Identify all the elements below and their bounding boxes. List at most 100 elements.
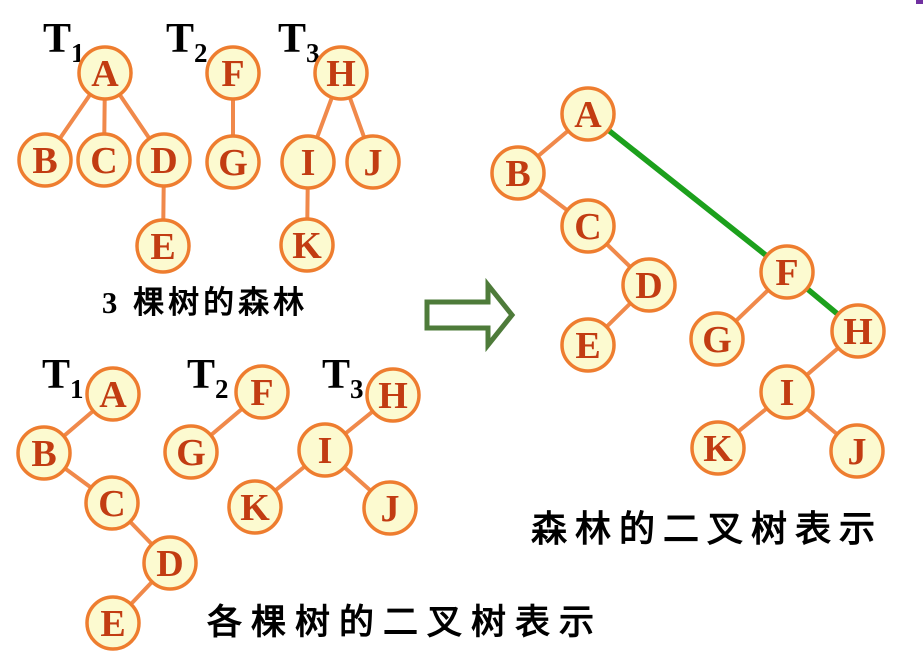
node-letter: C xyxy=(98,483,125,525)
node-circle xyxy=(205,134,261,190)
forest-binary-panel: A B C D E F G H xyxy=(490,86,886,549)
node-circle xyxy=(205,45,261,101)
tree1-label-base: T xyxy=(42,352,70,398)
forest-binary-caption: 森林的二叉树表示 xyxy=(531,509,883,549)
forest-caption: 3 棵树的森林 xyxy=(102,285,308,320)
node-letter: E xyxy=(575,325,600,367)
node-circle xyxy=(163,424,219,480)
node-letter: A xyxy=(99,374,127,416)
node-letter: J xyxy=(381,488,400,530)
node-letter: K xyxy=(240,487,270,529)
node-circle xyxy=(142,535,198,591)
forest-node-g: G xyxy=(205,134,261,190)
merged-node-g: G xyxy=(689,311,745,367)
tree2-label-base: T xyxy=(187,352,215,398)
merged-node-i: I xyxy=(759,364,815,420)
forest-to-binary-arrow-icon xyxy=(424,277,516,353)
node-letter: I xyxy=(318,430,333,472)
forest-panel: T 1 T 2 T 3 A B C D E xyxy=(17,16,401,320)
tree2-label-sub: 2 xyxy=(215,374,229,404)
binary-tree3-label: T 3 xyxy=(322,352,364,404)
forest-node-e: E xyxy=(135,218,191,274)
node-letter: E xyxy=(150,226,175,268)
tree2-label-sub: 2 xyxy=(194,38,208,68)
node-circle xyxy=(345,134,401,190)
binary-node-f: F xyxy=(234,364,290,420)
node-circle xyxy=(76,132,132,188)
node-letter: K xyxy=(703,428,733,470)
node-circle xyxy=(135,218,191,274)
tree2-label-base: T xyxy=(166,16,194,62)
merged-node-c: C xyxy=(560,198,616,254)
tree3-label-base: T xyxy=(278,16,306,62)
node-circle xyxy=(279,217,335,273)
forest-tree2-label: T 2 xyxy=(166,16,208,68)
node-circle xyxy=(17,132,73,188)
forest-node-b: B xyxy=(17,132,73,188)
forest-node-j: J xyxy=(345,134,401,190)
node-circle xyxy=(560,317,616,373)
binary-node-c: C xyxy=(84,475,140,531)
node-letter: G xyxy=(702,319,732,361)
binary-node-d: D xyxy=(142,535,198,591)
node-letter: I xyxy=(301,142,316,184)
node-circle xyxy=(297,422,353,478)
merged-node-d: D xyxy=(621,257,677,313)
node-circle xyxy=(85,366,141,422)
node-circle xyxy=(759,244,815,300)
tree3-label-sub: 3 xyxy=(350,374,364,404)
node-letter: H xyxy=(326,53,356,95)
node-circle xyxy=(829,423,885,479)
forest-node-d: D xyxy=(136,132,192,188)
node-letter: A xyxy=(91,53,119,95)
node-circle xyxy=(560,86,616,142)
node-letter: B xyxy=(505,153,530,195)
merged-node-f: F xyxy=(759,244,815,300)
each-tree-caption: 各棵树的二叉树表示 xyxy=(206,602,603,642)
forest-node-k: K xyxy=(279,217,335,273)
node-letter: I xyxy=(780,372,795,414)
node-letter: C xyxy=(90,140,117,182)
forest-tree1-label: T 1 xyxy=(43,16,85,68)
node-letter: B xyxy=(31,433,56,475)
node-letter: H xyxy=(378,375,408,417)
tree3-label-base: T xyxy=(322,352,350,398)
node-letter: H xyxy=(843,311,873,353)
node-circle xyxy=(690,420,746,476)
node-letter: D xyxy=(150,140,177,182)
binary-node-e: E xyxy=(85,595,141,651)
corner-decoration xyxy=(916,0,923,4)
node-circle xyxy=(84,475,140,531)
merged-node-k: K xyxy=(690,420,746,476)
node-circle xyxy=(16,425,72,481)
binary-node-h: H xyxy=(365,367,421,423)
node-letter: F xyxy=(775,252,798,294)
forest-node-i: I xyxy=(280,134,336,190)
node-circle xyxy=(77,45,133,101)
node-circle xyxy=(689,311,745,367)
binary-node-g: G xyxy=(163,424,219,480)
binary-node-a: A xyxy=(85,366,141,422)
each-tree-binary-panel: T 1 T 2 T 3 A B C D E xyxy=(16,352,603,651)
tree1-label-base: T xyxy=(43,16,71,62)
node-letter: K xyxy=(292,225,322,267)
node-circle xyxy=(759,364,815,420)
node-circle xyxy=(365,367,421,423)
node-circle xyxy=(830,303,886,359)
green-sibling-edge-a-f xyxy=(585,111,790,275)
node-circle xyxy=(227,479,283,535)
node-letter: J xyxy=(364,142,383,184)
node-circle xyxy=(490,145,546,201)
node-circle xyxy=(136,132,192,188)
node-letter: D xyxy=(156,543,183,585)
node-letter: C xyxy=(574,206,601,248)
forest-node-f: F xyxy=(205,45,261,101)
node-circle xyxy=(280,134,336,190)
node-circle xyxy=(234,364,290,420)
node-letter: A xyxy=(574,94,602,136)
binary-node-k: K xyxy=(227,479,283,535)
forest-node-c: C xyxy=(76,132,132,188)
merged-node-h: H xyxy=(830,303,886,359)
